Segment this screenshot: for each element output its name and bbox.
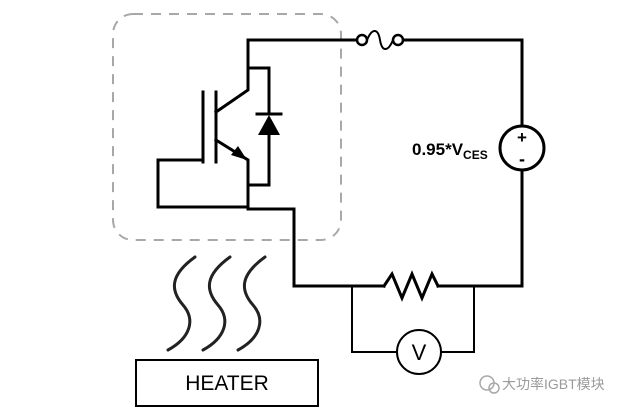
voltmeter-branch — [351, 285, 475, 353]
watermark-text: 大功率IGBT模块 — [502, 376, 605, 392]
fuse — [355, 30, 405, 50]
igbt-package-outline — [112, 13, 342, 241]
watermark: 大功率IGBT模块 — [479, 375, 605, 394]
source-voltage-label: 0.95*VCES — [412, 140, 488, 162]
igbt-gate — [156, 90, 250, 209]
heater-box — [135, 359, 319, 407]
voltmeter-label: V — [412, 340, 427, 365]
wire-top-right — [402, 38, 524, 128]
heater-label: HEATER — [185, 372, 269, 395]
wire-right — [436, 168, 524, 288]
voltmeter-circle — [396, 329, 442, 375]
resistor — [381, 270, 441, 302]
igbt-collector — [213, 38, 250, 115]
dc-source — [498, 124, 546, 172]
wire-bottom-left — [246, 205, 386, 288]
heat-waves — [166, 255, 267, 352]
source-plus-sign: + — [517, 128, 527, 147]
igbt-emitter — [213, 137, 250, 209]
source-minus-sign: - — [519, 149, 525, 169]
freewheel-diode — [246, 66, 283, 187]
